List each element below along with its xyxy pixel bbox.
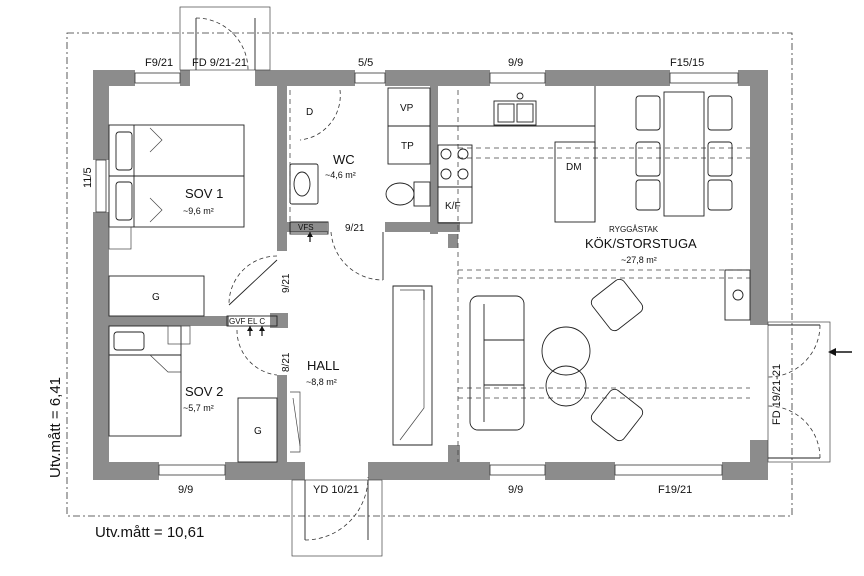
room-area-hall: ~8,8 m²: [306, 377, 337, 387]
top-balcony-door: [179, 6, 271, 71]
fixture-label-g2: G: [254, 426, 262, 437]
window-label-11-5: 11/5: [82, 167, 94, 188]
window-label-f19-21: F19/21: [658, 484, 692, 496]
fixture-label-kf: K/F: [445, 201, 461, 212]
entrance-door: [291, 476, 383, 557]
wardrobe-sov1: [108, 275, 205, 317]
door-label-9-21-wc: 9/21: [345, 223, 365, 234]
window-panes: [95, 72, 739, 476]
window-label-9-9-bl: 9/9: [178, 484, 193, 496]
room-name-kok: KÖK/STORSTUGA: [585, 236, 697, 251]
dimension-height: Utv.mått = 6,41: [47, 377, 64, 478]
electrical-panel: [226, 315, 278, 336]
fixture-label-tp: TP: [401, 141, 414, 152]
living-furniture: [469, 278, 644, 442]
room-area-wc: ~4,6 m²: [325, 170, 356, 180]
fixture-label-g1: G: [152, 292, 160, 303]
double-bed: [108, 124, 245, 250]
wc-fixtures: [289, 87, 431, 235]
door-label-8-21: 8/21: [281, 352, 292, 372]
room-area-kok: ~27,8 m²: [621, 255, 657, 265]
hall-bench: [290, 285, 433, 453]
fixture-label-gvf-elc: GVF EL C: [229, 317, 265, 326]
room-name-sov2: SOV 2: [185, 384, 223, 399]
dimension-width: Utv.mått = 10,61: [95, 524, 204, 541]
ceiling-lines: [289, 90, 750, 462]
room-name-sov1: SOV 1: [185, 186, 223, 201]
door-label-fd-19-21-21: FD 19/21-21: [771, 364, 783, 425]
door-label-fd-9-21-21: FD 9/21-21: [192, 57, 247, 69]
room-area-sov2: ~5,7 m²: [183, 403, 214, 413]
window-label-9-9-top: 9/9: [508, 57, 523, 69]
door-label-yd-10-21: YD 10/21: [313, 484, 359, 496]
outer-dimension-line: [66, 32, 793, 517]
fixture-label-vfs: VFS: [298, 223, 314, 232]
right-terrace-door: [767, 321, 852, 463]
interior-doors: [228, 89, 384, 376]
fixture-label-dm: DM: [566, 162, 582, 173]
door-label-9-21-hall: 9/21: [281, 273, 292, 293]
single-bed: [108, 325, 191, 437]
wardrobe-sov2: [237, 397, 278, 463]
room-note-ryggastak: RYGGÅSTAK: [609, 225, 659, 234]
vfs-box: [289, 221, 329, 242]
room-name-hall: HALL: [307, 358, 340, 373]
window-label-f15-15: F15/15: [670, 57, 704, 69]
walls: [93, 70, 768, 480]
room-area-sov1: ~9,6 m²: [183, 206, 214, 216]
window-label-9-9-bm: 9/9: [508, 484, 523, 496]
fixture-label-vp: VP: [400, 103, 414, 114]
kitchen-fixtures: [437, 86, 751, 321]
fixture-label-d: D: [306, 107, 313, 118]
room-name-wc: WC: [333, 152, 355, 167]
window-label-5-5: 5/5: [358, 57, 373, 69]
window-label-f9-21: F9/21: [145, 57, 173, 69]
